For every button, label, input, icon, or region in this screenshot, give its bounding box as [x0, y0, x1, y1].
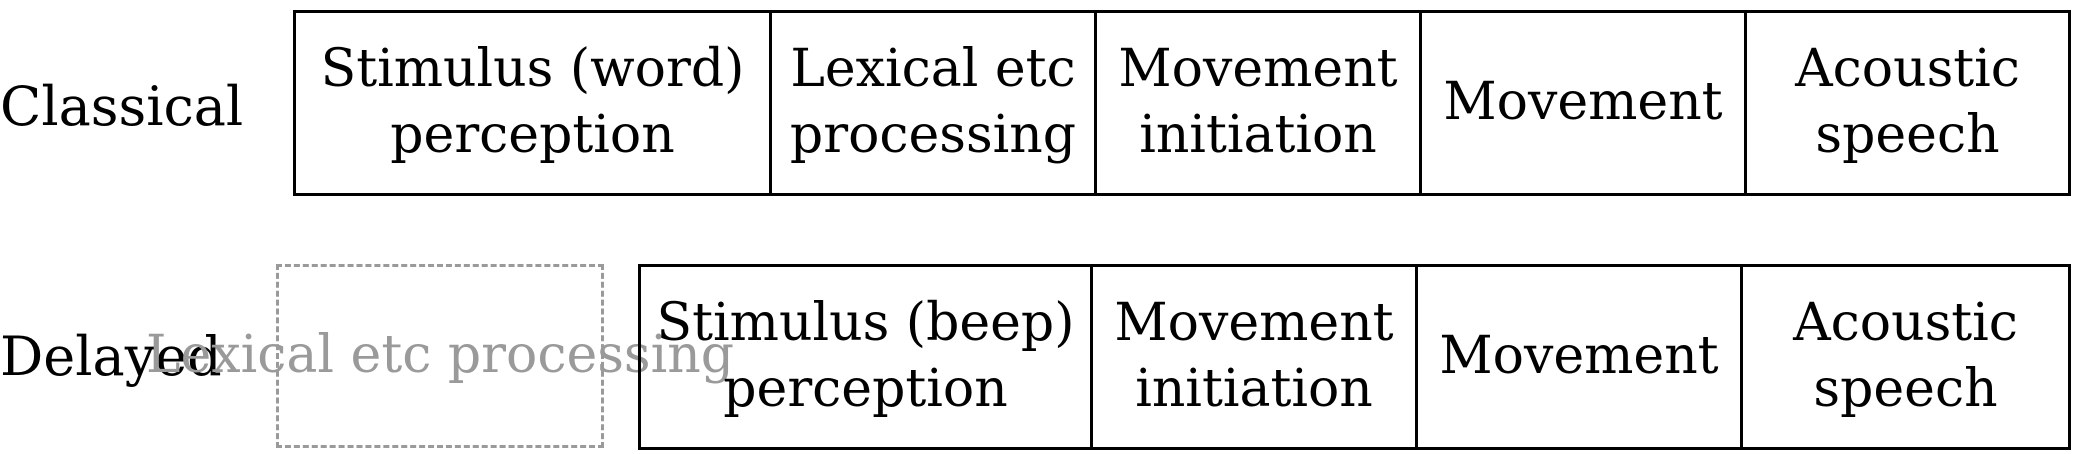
stage-line: speech: [1815, 105, 2000, 165]
classical-timeline: Stimulus (word) perception Lexical etc p…: [293, 10, 2071, 196]
stage-line: Acoustic: [1795, 39, 2020, 100]
stage-movement: Movement: [1418, 267, 1743, 447]
stage-line: Movement: [1118, 39, 1398, 100]
stage-movement-initiation: Movement initiation: [1093, 267, 1418, 447]
stage-line: initiation: [1139, 105, 1377, 165]
stage-line: Stimulus (word): [320, 39, 745, 100]
stage-line: initiation: [1135, 359, 1373, 419]
stage-line: Lexical etc: [790, 39, 1076, 100]
stage-stimulus-beep-perception: Stimulus (beep) perception: [641, 267, 1093, 447]
row-label-classical: Classical: [0, 75, 244, 138]
stage-line: processing: [447, 325, 735, 386]
stage-stimulus-word-perception: Stimulus (word) perception: [296, 13, 772, 193]
stage-line: processing: [789, 105, 1077, 165]
stage-line: Movement: [1439, 326, 1719, 387]
stage-line: Acoustic: [1793, 293, 2018, 354]
stage-acoustic-speech: Acoustic speech: [1747, 13, 2068, 193]
stage-line: perception: [723, 359, 1008, 419]
stage-line: Lexical etc: [146, 325, 432, 386]
stage-acoustic-speech: Acoustic speech: [1743, 267, 2068, 447]
stage-line: speech: [1813, 359, 1998, 419]
delayed-timeline: Stimulus (beep) perception Movement init…: [638, 264, 2071, 450]
stage-line: Stimulus (beep): [656, 293, 1075, 354]
stage-line: perception: [390, 105, 675, 165]
ghost-stage-lexical-processing: Lexical etc processing: [146, 264, 734, 448]
stage-line: Movement: [1443, 72, 1723, 133]
stage-line: Movement: [1114, 293, 1394, 354]
stage-lexical-processing: Lexical etc processing: [772, 13, 1097, 193]
stage-movement-initiation: Movement initiation: [1097, 13, 1422, 193]
stage-movement: Movement: [1422, 13, 1747, 193]
row-label-delayed: Delayed: [0, 325, 222, 388]
